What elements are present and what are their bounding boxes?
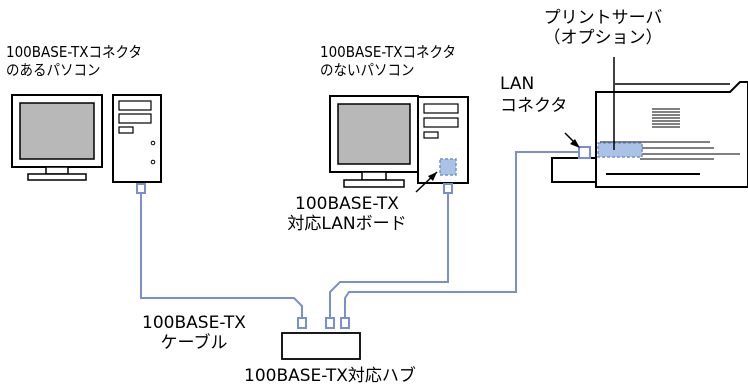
pc1-port <box>136 183 146 194</box>
lan-board-label-line1: 100BASE-TX <box>295 194 399 214</box>
monitor-1-stand <box>27 173 87 181</box>
drive-bay <box>118 100 152 111</box>
print-server-label-line1: プリントサーバ <box>543 8 663 28</box>
lan-board-label: 100BASE-TX 対応LANボード <box>272 194 422 234</box>
cable-label-line2: ケーブル <box>160 333 228 354</box>
pc-with-connector <box>11 94 162 194</box>
printer-tray <box>551 157 597 183</box>
hub-body <box>281 332 361 360</box>
printer-lan-port <box>578 146 591 159</box>
lan-board-label-line2: 対応LANボード <box>287 214 407 235</box>
drive-bay <box>423 117 459 128</box>
printer-vent <box>652 108 680 128</box>
led <box>150 140 156 146</box>
lan-board <box>439 158 457 176</box>
cable-pc2-to-hub <box>329 192 449 318</box>
pc2-port <box>443 183 453 194</box>
pc1-label: 100BASE-TXコネクタ のあるパソコン <box>6 43 142 79</box>
lan-connector-label: LAN コネクタ <box>500 73 567 117</box>
monitor-2-screen <box>337 103 411 165</box>
hub-port <box>325 317 335 329</box>
monitor-2-stand <box>343 179 405 188</box>
monitor-2-neck <box>361 171 387 181</box>
print-server-label-line2: （オプション） <box>543 28 663 49</box>
drive-bay <box>423 103 459 114</box>
pc2-label-line2: のないパソコン <box>320 60 415 79</box>
arrowhead <box>428 172 437 181</box>
cable-printer-to-hub <box>344 151 582 318</box>
lan-connector-label-line1: LAN <box>500 74 535 94</box>
print-server-card <box>597 142 643 158</box>
print-server-label: プリントサーバ （オプション） <box>528 8 678 48</box>
pc2-label-line1: 100BASE-TXコネクタ <box>320 43 456 61</box>
hub <box>281 317 361 360</box>
drive-bay <box>118 113 152 124</box>
pc1-label-line1: 100BASE-TXコネクタ <box>6 43 142 61</box>
printer-body <box>595 81 748 188</box>
cable-label-line1: 100BASE-TX <box>142 313 246 333</box>
monitor-1-screen <box>19 102 95 160</box>
pc-without-connector <box>329 95 469 194</box>
pc1-label-line2: のあるパソコン <box>6 60 101 79</box>
printer <box>551 57 748 188</box>
cable-label: 100BASE-TX ケーブル <box>134 313 254 353</box>
drive-slot <box>423 131 439 139</box>
arrowhead <box>570 139 580 148</box>
hub-port <box>340 317 350 329</box>
hub-label: 100BASE-TX対応ハブ <box>244 366 416 386</box>
drive-slot <box>118 126 134 134</box>
lan-connector-label-line2: コネクタ <box>500 96 568 117</box>
monitor-1-neck <box>45 166 69 175</box>
led <box>150 159 156 165</box>
hub-port <box>297 317 307 329</box>
cable-pc1-to-hub <box>140 192 303 318</box>
pc2-label: 100BASE-TXコネクタ のないパソコン <box>320 43 456 79</box>
cables <box>140 151 582 318</box>
